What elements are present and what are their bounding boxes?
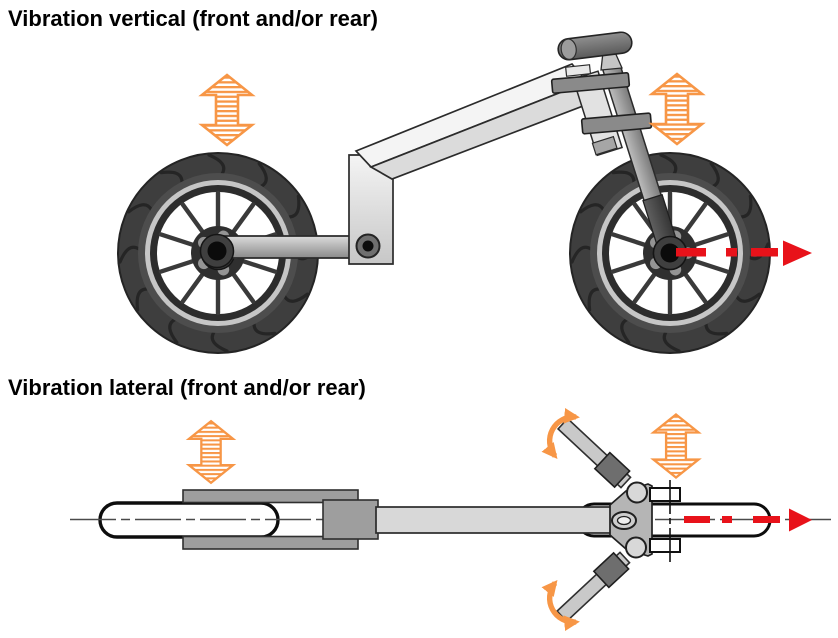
fork-tubes-top-view: [649, 487, 681, 553]
vertical-vibration-arrow-front-icon: [650, 72, 704, 146]
lateral-vibration-arrow-front-icon: [652, 413, 700, 479]
vertical-vibration-diagram: [118, 31, 812, 353]
vertical-vibration-arrow-rear-icon: [200, 73, 254, 147]
steering-rotation-arrow-top-icon: [541, 408, 580, 460]
front-fork: [550, 31, 688, 271]
forward-axis-arrow-lateral-icon: [684, 508, 812, 532]
lateral-vibration-diagram: [70, 408, 835, 631]
lower-triple-clamp: [580, 112, 653, 135]
section-title-lateral: Vibration lateral (front and/or rear): [8, 375, 366, 400]
lateral-vibration-arrow-rear-icon: [187, 420, 235, 484]
top-triple-clamp: [550, 71, 631, 94]
handlebar-left: [556, 417, 632, 489]
handlebar-right: [555, 551, 631, 623]
steering-stem-bolt: [611, 511, 637, 530]
steering-rotation-arrow-bottom-icon: [541, 579, 580, 631]
rear-axle: [199, 233, 235, 269]
swingarm-top-view: [182, 489, 379, 550]
handlebar-grip: [557, 31, 633, 61]
main-frame-beam-top-view: [375, 506, 613, 534]
section-title-vertical: Vibration vertical (front and/or rear): [8, 6, 379, 31]
swingarm-pivot: [355, 233, 381, 259]
forward-axis-arrow-icon: [676, 240, 812, 266]
